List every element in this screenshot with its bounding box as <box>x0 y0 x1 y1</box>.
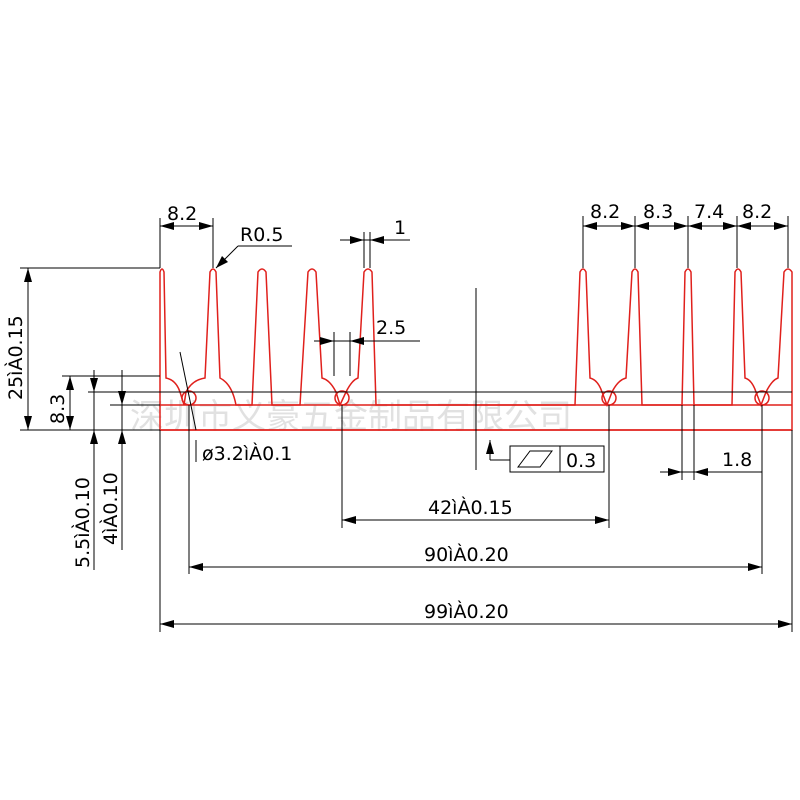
dim-hole-span: 90ìÀ0.20 <box>424 543 509 566</box>
dimension-labels: 8.2 R0.5 1 2.5 8.2 8.3 7.4 8.2 25ìÀ0.15 … <box>4 201 772 623</box>
dim-fin-pitch-r1: 8.2 <box>590 201 620 223</box>
dim-base-thickness: 4ìÀ0.10 <box>99 472 122 545</box>
dim-base-offset: 5.5ìÀ0.10 <box>71 477 94 568</box>
dim-slot-width: 1.8 <box>722 449 752 471</box>
dim-fin-root-gap: 2.5 <box>376 317 406 339</box>
flatness-icon <box>517 450 553 468</box>
dim-center-span: 42ìÀ0.15 <box>428 496 513 519</box>
dimension-lines <box>20 216 793 632</box>
profile-contour <box>159 268 793 431</box>
arrowheads <box>24 222 792 628</box>
dim-fin-tip-thickness: 1 <box>394 217 406 239</box>
dim-fillet-radius: R0.5 <box>240 224 283 246</box>
flatness-frame <box>509 445 605 473</box>
dim-hole-diameter: ø3.2ìÀ0.1 <box>202 442 292 465</box>
dim-fin-pitch-r2: 8.3 <box>643 201 673 223</box>
dim-total-height: 25ìÀ0.15 <box>4 315 27 400</box>
dim-flatness-value: 0.3 <box>566 450 596 472</box>
dim-base-height: 8.3 <box>47 394 69 424</box>
dim-fin-pitch-left: 8.2 <box>167 203 197 225</box>
dim-overall-width: 99ìÀ0.20 <box>424 600 509 623</box>
dim-fin-pitch-r4: 8.2 <box>742 201 772 223</box>
company-watermark: 深圳市义豪五金制品有限公司 <box>130 397 572 437</box>
dim-fin-pitch-r3: 7.4 <box>694 201 724 223</box>
